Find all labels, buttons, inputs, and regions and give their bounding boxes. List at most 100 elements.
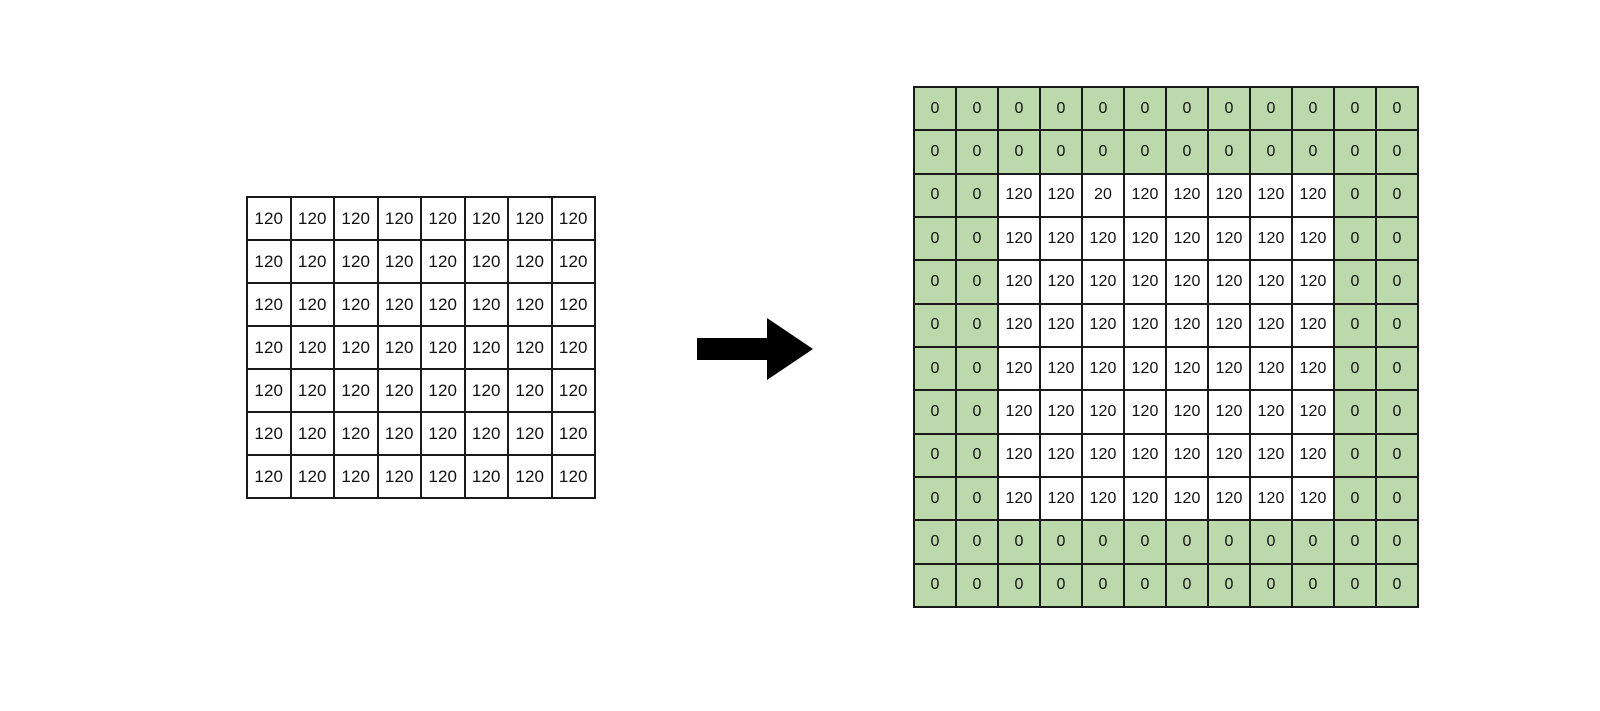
matrix-cell: 120: [509, 241, 553, 284]
pad-cell: 0: [915, 88, 957, 132]
pad-cell: 0: [1125, 131, 1167, 175]
matrix-cell: 120: [999, 347, 1041, 392]
pad-cell: 0: [915, 521, 957, 565]
matrix-cell: 120: [335, 198, 379, 241]
pad-cell: 0: [915, 391, 957, 435]
matrix-cell: 120: [1125, 391, 1167, 435]
matrix-cell: 120: [1251, 304, 1293, 348]
matrix-cell: 120: [1167, 261, 1209, 305]
matrix-cell: 120: [465, 198, 509, 241]
pad-cell: 0: [1335, 564, 1377, 608]
matrix-cell: 120: [1209, 174, 1251, 218]
matrix-cell: 120: [422, 284, 466, 327]
matrix-cell: 120: [465, 370, 509, 413]
pad-cell: 0: [1377, 477, 1419, 522]
pad-cell: 0: [1209, 131, 1251, 175]
matrix-cell: 120: [1251, 434, 1293, 478]
pad-cell: 0: [1293, 131, 1335, 175]
pad-cell: 0: [1377, 304, 1419, 348]
pad-cell: 0: [915, 347, 957, 392]
pad-cell: 0: [1167, 521, 1209, 565]
matrix-cell: 120: [1209, 261, 1251, 305]
pad-cell: 0: [1335, 304, 1377, 348]
matrix-cell: 120: [465, 284, 509, 327]
pad-cell: 0: [1293, 521, 1335, 565]
pad-cell: 0: [1377, 131, 1419, 175]
matrix-cell: 120: [1167, 391, 1209, 435]
pad-cell: 0: [915, 304, 957, 348]
matrix-cell: 120: [1167, 347, 1209, 392]
matrix-cell: 120: [422, 241, 466, 284]
matrix-cell: 120: [999, 304, 1041, 348]
matrix-cell: 120: [1209, 347, 1251, 392]
pad-cell: 0: [999, 521, 1041, 565]
pad-cell: 0: [1167, 131, 1209, 175]
matrix-cell: 120: [1167, 477, 1209, 522]
matrix-cell: 120: [552, 198, 596, 241]
matrix-cell: 120: [552, 327, 596, 370]
pad-cell: 0: [957, 347, 999, 392]
pad-cell: 0: [957, 521, 999, 565]
matrix-cell: 120: [335, 284, 379, 327]
matrix-cell: 120: [248, 284, 292, 327]
pad-cell: 0: [915, 477, 957, 522]
matrix-cell: 120: [422, 198, 466, 241]
matrix-cell: 120: [1125, 347, 1167, 392]
matrix-cell: 120: [291, 284, 335, 327]
matrix-cell: 120: [248, 456, 292, 499]
matrix-cell: 120: [552, 284, 596, 327]
matrix-cell: 120: [999, 477, 1041, 522]
pad-cell: 0: [1251, 564, 1293, 608]
matrix-cell: 120: [1293, 434, 1335, 478]
pad-cell: 0: [1083, 131, 1125, 175]
matrix-cell: 120: [1041, 261, 1083, 305]
matrix-cell: 120: [1083, 347, 1125, 392]
matrix-cell: 120: [552, 456, 596, 499]
pad-cell: 0: [1293, 564, 1335, 608]
matrix-cell: 120: [1209, 304, 1251, 348]
matrix-cell: 120: [378, 370, 422, 413]
matrix-cell: 120: [1041, 217, 1083, 262]
matrix-cell: 120: [465, 327, 509, 370]
matrix-cell: 120: [1209, 217, 1251, 262]
matrix-cell: 120: [1251, 261, 1293, 305]
matrix-cell: 120: [1083, 477, 1125, 522]
matrix-cell: 120: [422, 327, 466, 370]
pad-cell: 0: [1335, 391, 1377, 435]
matrix-cell: 120: [291, 370, 335, 413]
arrow-right-icon: [697, 318, 813, 380]
matrix-cell: 120: [291, 413, 335, 456]
matrix-cell: 120: [1251, 174, 1293, 218]
matrix-cell: 120: [1083, 391, 1125, 435]
pad-cell: 0: [1335, 88, 1377, 132]
pad-cell: 0: [1209, 564, 1251, 608]
pad-cell: 0: [915, 261, 957, 305]
pad-cell: 0: [1041, 131, 1083, 175]
matrix-cell: 120: [552, 370, 596, 413]
pad-cell: 0: [1377, 174, 1419, 218]
matrix-cell: 120: [378, 198, 422, 241]
pad-cell: 0: [1377, 434, 1419, 478]
pad-cell: 0: [1167, 564, 1209, 608]
matrix-cell: 120: [291, 327, 335, 370]
pad-cell: 0: [957, 261, 999, 305]
matrix-cell: 120: [465, 456, 509, 499]
matrix-cell: 120: [335, 456, 379, 499]
pad-cell: 0: [1335, 477, 1377, 522]
matrix-cell: 120: [1041, 304, 1083, 348]
pad-cell: 0: [957, 131, 999, 175]
pad-cell: 0: [1041, 88, 1083, 132]
pad-cell: 0: [999, 88, 1041, 132]
matrix-cell: 120: [552, 241, 596, 284]
matrix-cell: 120: [1167, 434, 1209, 478]
pad-cell: 0: [1377, 217, 1419, 262]
matrix-cell: 120: [1041, 477, 1083, 522]
matrix-cell: 120: [248, 413, 292, 456]
pad-cell: 0: [1041, 521, 1083, 565]
matrix-cell: 120: [291, 241, 335, 284]
pad-cell: 0: [1125, 521, 1167, 565]
matrix-cell: 120: [1293, 261, 1335, 305]
matrix-cell: 120: [1083, 434, 1125, 478]
pad-cell: 0: [1041, 564, 1083, 608]
